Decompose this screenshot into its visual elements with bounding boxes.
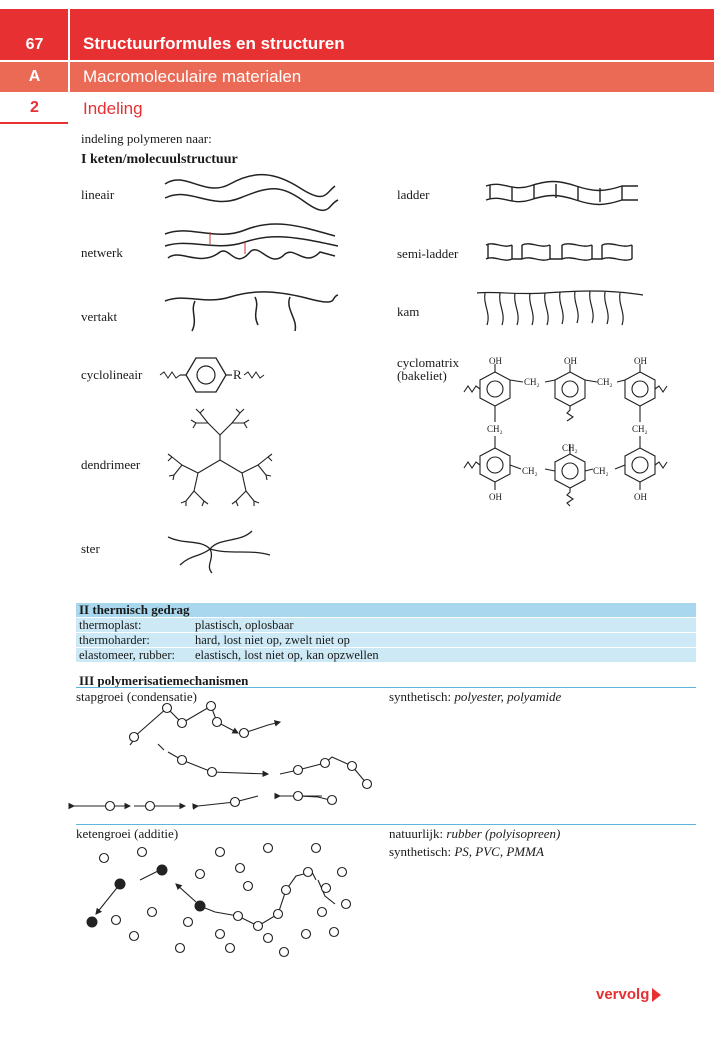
ladder-polymer-drawing [482,178,642,208]
label-netwerk: netwerk [81,245,123,260]
natural-items: rubber (polyisopreen) [446,826,561,841]
ch2-label-1: CH₂ [524,377,540,387]
label-lineair: lineair [81,187,115,202]
intro-text: indeling polymeren naar: [81,131,212,146]
continue-link[interactable]: vervolg [596,986,662,1003]
linear-polymer-drawing [160,170,340,215]
table-row: thermoharder: hard, lost niet op, zwelt … [76,632,696,647]
label-kam: kam [397,304,420,319]
label-vertakt: vertakt [81,309,118,324]
star-polymer-drawing [160,525,280,575]
chapter-header: 67 Structuurformules en structuren [0,9,714,60]
synthetic-prefix: synthetisch: [389,844,455,859]
section-letter: A [28,68,41,85]
label-semi-ladder: semi-ladder [397,246,459,261]
oh-label-4: OH [489,492,502,502]
step-growth-drawing [68,700,370,815]
play-arrow-icon [652,987,662,1002]
section-header: A Macromoleculaire materialen [0,62,714,92]
section3-heading: III polymerisatiemechanismen [79,673,249,688]
r-group-label: R [233,367,242,382]
synthetic-items: polyester, polyamide [454,689,562,704]
ch2-label-3: CH₂ [487,424,503,434]
network-polymer-drawing [160,222,340,277]
row-value: hard, lost niet op, zwelt niet op [195,633,350,647]
label-ladder: ladder [397,187,430,202]
semi-ladder-polymer-drawing [482,237,642,267]
synthetic-prefix: synthetisch: [389,689,455,704]
synthetic-items: PS, PVC, PMMA [454,844,544,859]
header-divider [68,9,70,124]
oh-label-5: OH [634,492,647,502]
ch2-label-5: CH₂ [562,443,578,453]
row-value: plastisch, oplosbaar [195,618,294,632]
oh-label-1: OH [489,356,502,366]
section1-heading: I keten/molecuulstructuur [81,152,238,167]
ch2-label-7: CH₂ [593,466,609,476]
oh-label-2: OH [564,356,577,366]
cyclolinear-drawing [160,355,280,395]
row-key: elastomeer, rubber: [79,648,175,662]
chain-growth-label: ketengroei (additie) [76,826,179,841]
label-cyclomatrix: cyclomatrix [397,355,460,370]
subsection-header: 2 Indeling [0,94,360,124]
row-key: thermoplast: [79,618,142,632]
thermal-behavior-table: II thermisch gedrag thermoplast: plastis… [76,603,696,662]
continue-label: vervolg [596,986,650,1003]
chain-growth-synthetic: synthetisch: PS, PVC, PMMA [389,844,544,860]
ch2-label-4: CH₂ [632,424,648,434]
step-growth-label: stapgroei (condensatie) [76,689,197,704]
comb-polymer-drawing [475,285,645,335]
label-bakeliet: (bakeliet) [397,368,447,383]
chain-growth-divider [76,824,696,825]
row-key: thermoharder: [79,633,150,647]
natural-prefix: natuurlijk: [389,826,447,841]
section2-heading: II thermisch gedrag [76,603,696,617]
bakelite-structure-drawing [455,352,670,522]
dendrimer-drawing [160,405,280,515]
label-ster: ster [81,541,100,556]
chapter-number: 67 [25,36,44,53]
oh-label-3: OH [634,356,647,366]
chain-growth-drawing [80,840,360,960]
subsection-number: 2 [0,94,69,124]
section3-divider [76,687,696,688]
chain-growth-natural: natuurlijk: rubber (polyisopreen) [389,826,560,842]
subsection-title: Indeling [83,99,143,118]
label-dendrimeer: dendrimeer [81,457,141,472]
label-cyclolineair: cyclolineair [81,367,143,382]
step-growth-examples: synthetisch: polyester, polyamide [389,689,561,705]
branched-polymer-drawing [160,285,340,340]
ch2-label-2: CH₂ [597,377,613,387]
ch2-label-6: CH₂ [522,466,538,476]
section-title: Macromoleculaire materialen [83,67,302,86]
table-row: thermoplast: plastisch, oplosbaar [76,617,696,632]
chapter-title: Structuurformules en structuren [83,34,345,53]
table-row: elastomeer, rubber: elastisch, lost niet… [76,647,696,662]
row-value: elastisch, lost niet op, kan opzwellen [195,648,379,662]
